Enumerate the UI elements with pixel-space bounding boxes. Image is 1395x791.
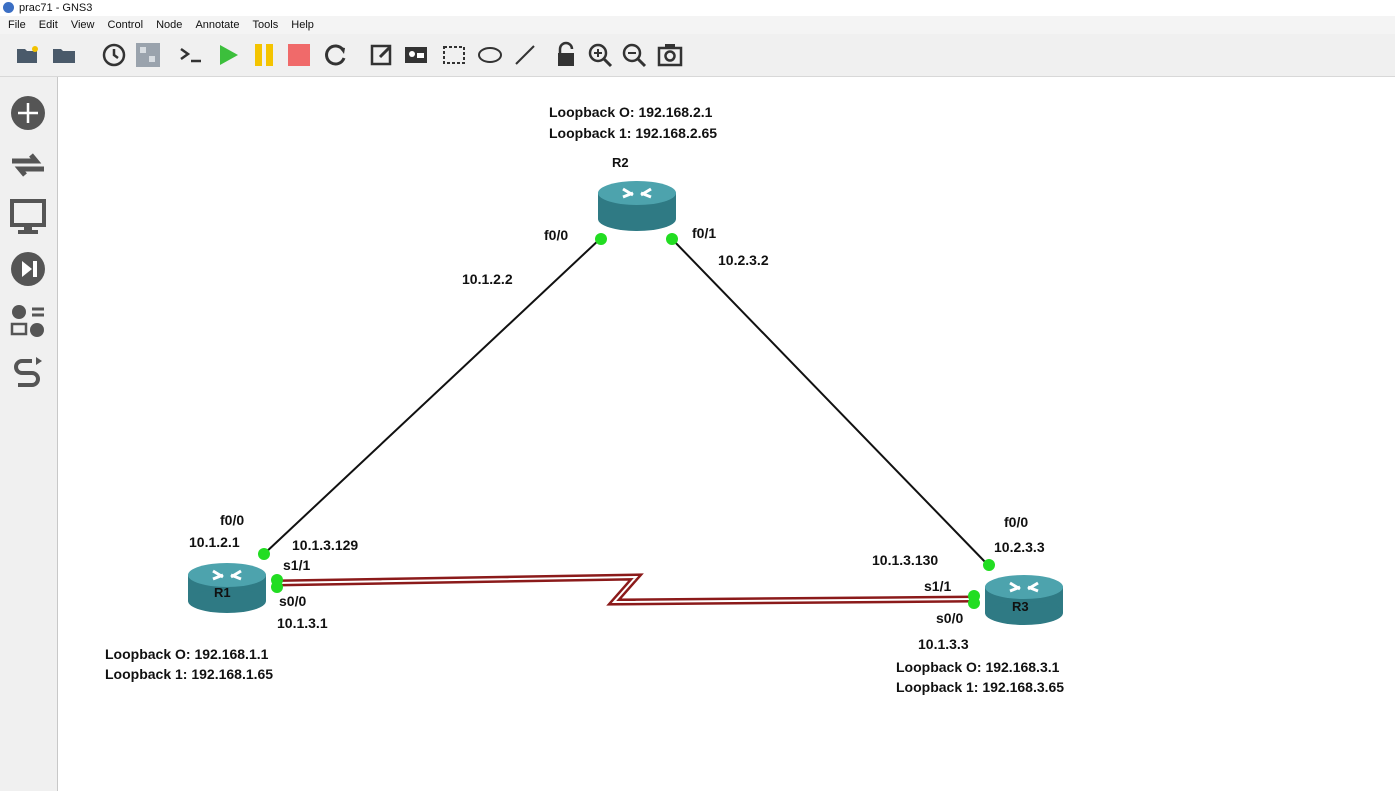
router-r3-icon[interactable]: [983, 573, 1065, 627]
r1-s1-1-label: s1/1: [283, 557, 311, 573]
menu-annotate[interactable]: Annotate: [195, 19, 240, 31]
stop-icon[interactable]: [285, 41, 313, 69]
menu-help[interactable]: Help: [291, 19, 314, 31]
security-device-icon[interactable]: [8, 249, 48, 289]
zoom-in-icon[interactable]: [586, 41, 614, 69]
link-r1-r2[interactable]: [263, 237, 602, 555]
r2-loopback1-label: Loopback 1: 192.168.2.65: [549, 125, 718, 141]
router-icon[interactable]: [8, 93, 48, 133]
ip-10-2-3-2-label: 10.2.3.2: [718, 252, 769, 268]
snapshot-grid-icon[interactable]: [134, 41, 162, 69]
menu-edit[interactable]: Edit: [38, 19, 58, 31]
title-bar: prac71 - GNS3: [0, 0, 1395, 16]
port-dot-r3-s0-0: [968, 597, 980, 609]
console-icon[interactable]: [178, 41, 206, 69]
line-icon[interactable]: [511, 41, 539, 69]
device-sidebar: [0, 77, 58, 791]
port-dot-r1-s0-0: [271, 581, 283, 593]
links-layer: [258, 233, 995, 609]
port-dot-r2-f0-1: [666, 233, 678, 245]
window-title: prac71 - GNS3: [19, 2, 93, 14]
port-dot-r3-f0-0: [983, 559, 995, 571]
ip-10-1-3-1-label: 10.1.3.1: [277, 615, 328, 631]
ip-10-1-3-129-label: 10.1.3.129: [292, 537, 359, 553]
r3-loopback1-label: Loopback 1: 192.168.3.65: [896, 679, 1065, 695]
ip-10-1-2-1-label: 10.1.2.1: [189, 534, 240, 550]
switch-icon[interactable]: [8, 145, 48, 185]
zoom-out-icon[interactable]: [620, 41, 648, 69]
menu-bar: File Edit View Control Node Annotate Too…: [0, 16, 1395, 34]
end-device-icon[interactable]: [8, 197, 48, 237]
clock-icon[interactable]: [100, 41, 128, 69]
r3-loopback0-label: Loopback O: 192.168.3.1: [896, 659, 1060, 675]
ip-10-2-3-3-label: 10.2.3.3: [994, 539, 1045, 555]
image-icon[interactable]: [402, 41, 430, 69]
r2-f0-1-label: f0/1: [692, 225, 717, 241]
r2-loopback0-label: Loopback O: 192.168.2.1: [549, 104, 713, 120]
router-r1-icon[interactable]: [186, 561, 268, 615]
r1-f0-0-label: f0/0: [220, 512, 245, 528]
r1-loopback1-label: Loopback 1: 192.168.1.65: [105, 666, 274, 682]
r1-loopback0-label: Loopback O: 192.168.1.1: [105, 646, 269, 662]
note-icon[interactable]: [368, 41, 396, 69]
gns3-app-icon: [3, 2, 14, 13]
port-dot-r2-f0-0: [595, 233, 607, 245]
open-folder-icon[interactable]: [14, 41, 42, 69]
r3-s0-0-label: s0/0: [936, 610, 964, 626]
all-devices-icon[interactable]: [8, 301, 48, 341]
pause-icon[interactable]: [250, 41, 278, 69]
port-dot-r1-f0-0: [258, 548, 270, 560]
start-icon[interactable]: [214, 41, 242, 69]
menu-view[interactable]: View: [70, 19, 95, 31]
router-r1-name: R1: [214, 585, 231, 600]
router-r2-icon[interactable]: [596, 179, 678, 233]
r3-f0-0-label: f0/0: [1004, 514, 1029, 530]
r1-s0-0-label: s0/0: [279, 593, 307, 609]
link-r2-r3[interactable]: [670, 237, 989, 566]
rectangle-icon[interactable]: [440, 41, 468, 69]
ip-10-1-3-130-label: 10.1.3.130: [872, 552, 939, 568]
menu-node[interactable]: Node: [156, 19, 183, 31]
ip-10-1-3-3-label: 10.1.3.3: [918, 636, 969, 652]
menu-tools[interactable]: Tools: [252, 19, 279, 31]
reload-icon[interactable]: [322, 41, 350, 69]
lock-icon[interactable]: [552, 41, 580, 69]
router-r3-name: R3: [1012, 599, 1029, 614]
r3-s1-1-label: s1/1: [924, 578, 952, 594]
topology-canvas[interactable]: R2 R1 R3 Loopback O: 192.168.2.1 Loopbac…: [58, 77, 1395, 791]
menu-control[interactable]: Control: [107, 19, 144, 31]
screenshot-icon[interactable]: [656, 41, 684, 69]
add-link-icon[interactable]: [8, 353, 48, 393]
ip-10-1-2-2-label: 10.1.2.2: [462, 271, 513, 287]
r2-f0-0-label: f0/0: [544, 227, 569, 243]
serial-link-r1-r3[interactable]: [275, 573, 976, 606]
toolbar: [0, 34, 1395, 77]
router-r2-name: R2: [612, 155, 629, 170]
folder-icon[interactable]: [50, 41, 78, 69]
menu-file[interactable]: File: [8, 19, 26, 31]
ellipse-icon[interactable]: [476, 41, 504, 69]
